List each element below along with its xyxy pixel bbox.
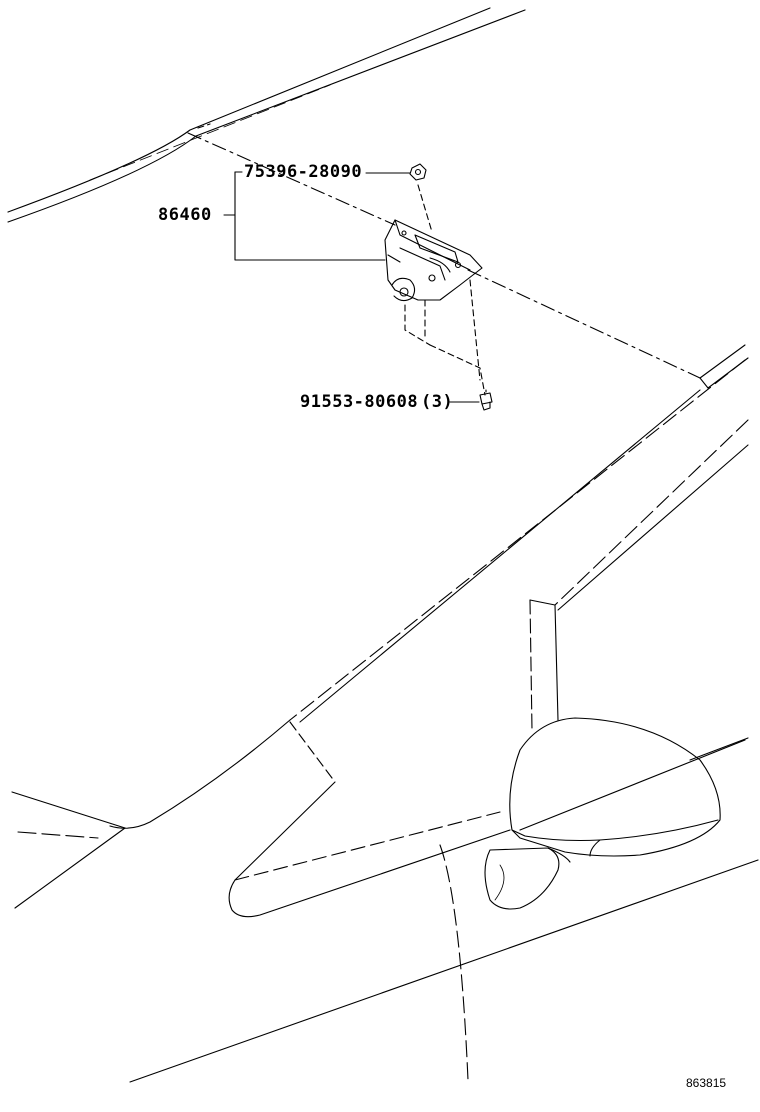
screw-part: [479, 387, 493, 411]
mounting-guides: [404, 184, 486, 396]
diagram-id: 863815: [686, 1076, 727, 1090]
windshield-dashed-line: [187, 132, 701, 379]
nut-part: [409, 163, 427, 181]
roof-edge: [7, 7, 526, 223]
leader-lines: [223, 171, 480, 403]
a-pillar: [289, 344, 749, 723]
side-mirror: [484, 717, 721, 910]
camera-assembly: [384, 219, 483, 302]
callout-label-screw: 91553-80608: [300, 392, 419, 412]
cowl: [11, 719, 511, 918]
callout-label-nut: 75396-28090: [244, 162, 363, 182]
door-frame: [129, 599, 759, 1083]
callout-label-camera: 86460: [158, 205, 212, 225]
callout-quantity-screw: (3): [421, 392, 454, 412]
